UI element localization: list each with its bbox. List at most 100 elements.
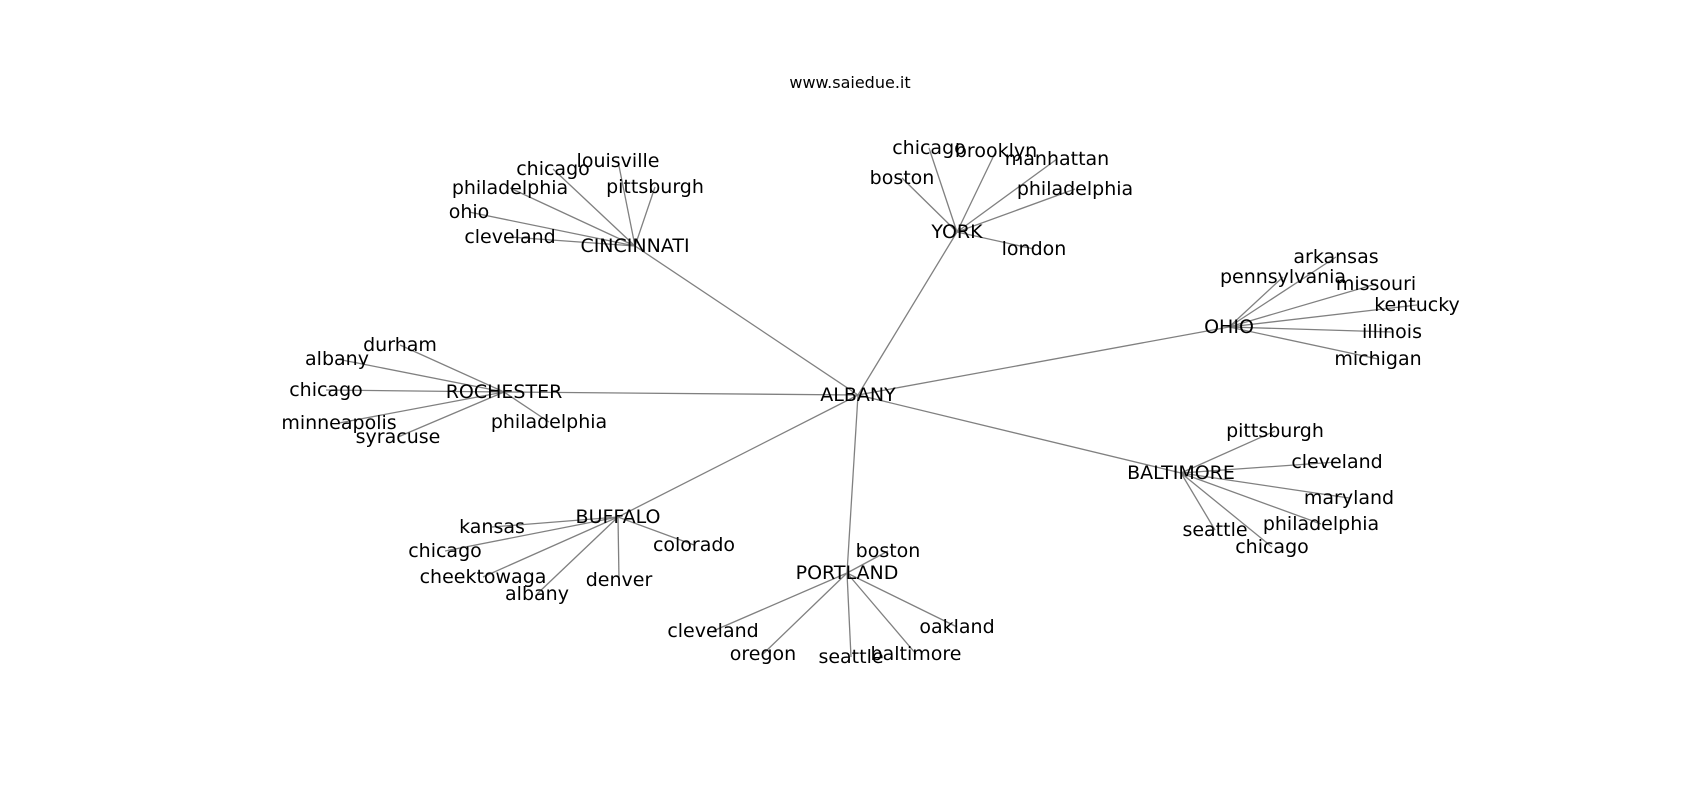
node-hub-buffalo: BUFFALO <box>576 506 661 528</box>
node-leaf-baltimore-pittsburgh: pittsburgh <box>1226 420 1324 442</box>
node-leaf-rochester-albany: albany <box>305 348 369 370</box>
node-leaf-baltimore-philadelphia: philadelphia <box>1263 513 1379 535</box>
node-leaf-portland-baltimore: baltimore <box>871 643 962 665</box>
node-hub-rochester: ROCHESTER <box>446 381 563 403</box>
node-leaf-rochester-minneapolis: minneapolis <box>281 412 396 434</box>
node-leaf-cincinnati-chicago: chicago <box>516 158 590 180</box>
edge-ohio-kentucky <box>1228 304 1418 328</box>
node-leaf-york-manhattan: manhattan <box>1005 148 1109 170</box>
node-leaf-portland-boston: boston <box>856 540 921 562</box>
edge-buffalo-denver <box>617 516 620 581</box>
edge-cincinnati-pittsburgh <box>634 186 656 247</box>
node-leaf-york-chicago: chicago <box>892 137 966 159</box>
edge-baltimore-maryland <box>1180 472 1350 499</box>
edge-cincinnati-louisville <box>617 160 636 247</box>
node-leaf-cincinnati-philadelphia: philadelphia <box>452 177 568 199</box>
node-hub-portland: PORTLAND <box>796 562 899 584</box>
node-leaf-cincinnati-cleveland: cleveland <box>464 226 555 248</box>
node-leaf-portland-seattle: seattle <box>818 646 883 668</box>
node-leaf-portland-cleveland: cleveland <box>667 620 758 642</box>
edge-york-london <box>956 231 1035 250</box>
node-leaf-baltimore-seattle: seattle <box>1182 519 1247 541</box>
node-leaf-york-boston: boston <box>870 167 935 189</box>
edge-york-manhattan <box>956 158 1058 233</box>
node-leaf-buffalo-kansas: kansas <box>459 516 525 538</box>
node-leaf-ohio-kentucky: kentucky <box>1374 294 1460 316</box>
edge-rochester-durham <box>399 344 505 393</box>
edge-rochester-syracuse <box>397 391 505 438</box>
edge-cincinnati-philadelphia <box>509 187 636 247</box>
diagram-title: www.saiedue.it <box>789 73 910 92</box>
edge-cincinnati-ohio <box>468 211 636 247</box>
node-leaf-rochester-durham: durham <box>363 334 437 356</box>
edge-albany-rochester <box>503 391 859 396</box>
node-labels: ALBANYCINCINNATIlouisvillechicagophilade… <box>281 137 1459 668</box>
edge-rochester-philadelphia <box>503 391 550 423</box>
node-leaf-ohio-illinois: illinois <box>1362 321 1422 343</box>
edge-portland-boston <box>846 550 889 574</box>
edge-portland-oregon <box>762 572 848 655</box>
edge-rochester-minneapolis <box>338 391 505 424</box>
node-leaf-buffalo-chicago: chicago <box>408 540 482 562</box>
node-leaf-baltimore-cleveland: cleveland <box>1291 451 1382 473</box>
edge-cincinnati-cleveland <box>509 236 636 247</box>
node-leaf-cincinnati-louisville: louisville <box>577 150 660 172</box>
edge-albany-ohio <box>857 326 1230 396</box>
node-leaf-york-brooklyn: brooklyn <box>955 140 1037 162</box>
edge-albany-baltimore <box>857 394 1182 474</box>
node-leaf-ohio-arkansas: arkansas <box>1293 246 1378 268</box>
edge-cincinnati-chicago <box>552 168 636 247</box>
edge-portland-cleveland <box>712 572 848 632</box>
edge-york-chicago <box>928 147 958 233</box>
node-leaf-rochester-chicago: chicago <box>289 379 363 401</box>
edge-buffalo-cheektowaga <box>482 516 619 578</box>
edge-buffalo-kansas <box>491 516 619 528</box>
node-leaf-cincinnati-pittsburgh: pittsburgh <box>606 176 704 198</box>
node-leaf-portland-oakland: oakland <box>919 616 994 638</box>
node-leaf-baltimore-chicago: chicago <box>1235 536 1309 558</box>
node-leaf-ohio-michigan: michigan <box>1334 348 1421 370</box>
edge-ohio-arkansas <box>1228 256 1337 328</box>
node-leaf-york-philadelphia: philadelphia <box>1017 178 1133 200</box>
edge-rochester-chicago <box>325 389 505 393</box>
node-leaf-rochester-philadelphia: philadelphia <box>491 411 607 433</box>
edge-baltimore-philadelphia <box>1180 472 1322 525</box>
edge-baltimore-pittsburgh <box>1180 430 1276 474</box>
node-leaf-buffalo-colorado: colorado <box>653 534 735 556</box>
node-leaf-buffalo-denver: denver <box>586 569 653 591</box>
edge-portland-oakland <box>846 572 958 628</box>
node-leaf-portland-oregon: oregon <box>730 643 796 665</box>
edge-portland-baltimore <box>846 572 917 655</box>
edge-baltimore-chicago <box>1180 472 1273 548</box>
node-leaf-cincinnati-ohio: ohio <box>449 201 490 223</box>
edge-ohio-pennsylvania <box>1228 276 1284 328</box>
node-leaf-buffalo-cheektowaga: cheektowaga <box>420 566 547 588</box>
edge-albany-york <box>857 231 958 396</box>
edge-ohio-illinois <box>1228 326 1393 333</box>
edge-york-brooklyn <box>956 150 997 233</box>
node-leaf-baltimore-maryland: maryland <box>1304 487 1394 509</box>
node-root-albany: ALBANY <box>820 384 896 406</box>
edge-albany-portland <box>846 394 859 574</box>
node-leaf-york-london: london <box>1002 238 1067 260</box>
node-hub-ohio: OHIO <box>1204 316 1254 338</box>
node-leaf-ohio-pennsylvania: pennsylvania <box>1220 266 1346 288</box>
node-leaf-rochester-syracuse: syracuse <box>356 426 441 448</box>
edge-york-boston <box>901 177 958 233</box>
edge-york-philadelphia <box>956 188 1076 233</box>
edge-albany-cincinnati <box>634 245 859 396</box>
edge-ohio-michigan <box>1228 326 1379 360</box>
edge-buffalo-chicago <box>444 516 619 552</box>
edge-buffalo-albany <box>536 516 619 595</box>
node-hub-york: YORK <box>930 221 983 243</box>
edge-albany-buffalo <box>617 394 859 518</box>
edge-buffalo-colorado <box>617 516 695 546</box>
edge-rochester-albany <box>336 358 505 393</box>
edge-baltimore-cleveland <box>1180 461 1338 474</box>
node-hub-baltimore: BALTIMORE <box>1127 462 1235 484</box>
edges <box>325 147 1418 658</box>
edge-baltimore-seattle <box>1180 472 1216 531</box>
node-hub-cincinnati: CINCINNATI <box>580 235 689 257</box>
node-leaf-buffalo-albany: albany <box>505 583 569 605</box>
